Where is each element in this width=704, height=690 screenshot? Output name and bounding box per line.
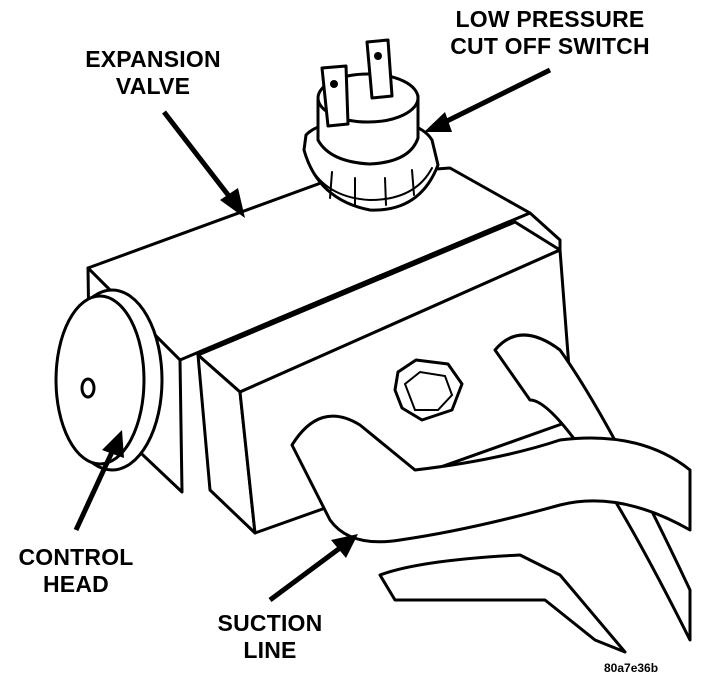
expansion-valve-label-line1: EXPANSION (85, 46, 221, 72)
leader-arrows (73, 67, 552, 603)
low-pressure-switch-arrow (443, 67, 552, 125)
low-pressure-switch-arrowhead (424, 112, 452, 132)
figure-code: 80a7e36b (604, 661, 659, 675)
expansion-valve-arrow (162, 110, 234, 202)
low-pressure-switch-label-line1: LOW PRESSURE (455, 6, 645, 32)
control-head-arrow (73, 450, 115, 532)
hex-bolt (393, 358, 464, 422)
expansion-valve-label-line2: VALVE (115, 73, 191, 99)
low-pressure-switch-label-line2: CUT OFF SWITCH (450, 33, 650, 59)
control-head (54, 288, 164, 472)
control-head-label-line1: CONTROL (18, 544, 134, 570)
suction-line-label: SUCTION LINE (190, 610, 350, 664)
suction-line-tubes (290, 333, 692, 654)
expansion-valve-arrowhead (220, 188, 245, 218)
low-pressure-switch-label: LOW PRESSURE CUT OFF SWITCH (425, 6, 675, 60)
control-head-label: CONTROL HEAD (0, 544, 152, 598)
low-pressure-switch (302, 38, 440, 212)
expansion-valve-label: EXPANSION VALVE (58, 46, 248, 100)
suction-line-label-line1: SUCTION (217, 610, 323, 636)
control-head-label-line2: HEAD (43, 571, 109, 597)
suction-line-label-line2: LINE (243, 637, 297, 663)
suction-line-arrowhead (331, 534, 358, 558)
control-head-arrowhead (102, 430, 124, 458)
suction-line-arrow (268, 545, 342, 603)
